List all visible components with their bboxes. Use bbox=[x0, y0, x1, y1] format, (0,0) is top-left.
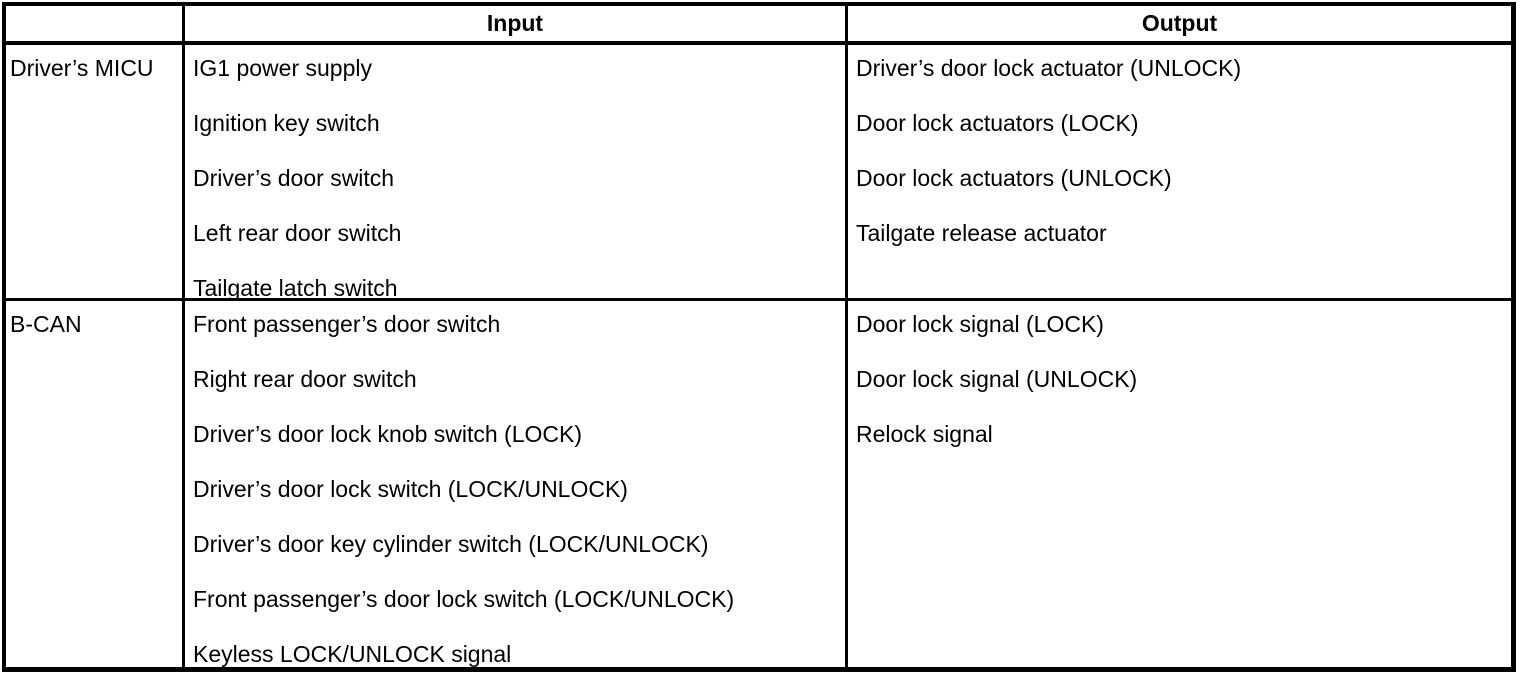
output-item: Door lock signal (UNLOCK) bbox=[856, 366, 1138, 392]
output-item: Driver’s door lock actuator (UNLOCK) bbox=[856, 55, 1242, 81]
table-row: B-CAN Front passenger’s door switch Righ… bbox=[6, 301, 1511, 667]
input-item: Ignition key switch bbox=[193, 110, 380, 136]
output-item: Door lock actuators (UNLOCK) bbox=[856, 165, 1172, 191]
table-row: Driver’s MICU IG1 power supply Ignition … bbox=[6, 45, 1511, 301]
input-item: Driver’s door switch bbox=[193, 165, 395, 191]
row-input-cell: IG1 power supply Ignition key switch Dri… bbox=[182, 45, 845, 301]
input-item: Right rear door switch bbox=[193, 366, 417, 392]
input-item: IG1 power supply bbox=[193, 55, 372, 81]
row-system-label: Driver’s MICU bbox=[10, 55, 154, 81]
row-input-cell: Front passenger’s door switch Right rear… bbox=[182, 301, 845, 667]
output-item: Relock signal bbox=[856, 421, 993, 447]
input-item: Keyless LOCK/UNLOCK signal bbox=[193, 641, 512, 667]
row-output-cell: Door lock signal (LOCK) Door lock signal… bbox=[845, 301, 1511, 667]
row-system-cell: Driver’s MICU bbox=[6, 45, 182, 298]
input-item: Driver’s door lock switch (LOCK/UNLOCK) bbox=[193, 476, 628, 502]
input-item: Tailgate latch switch bbox=[193, 275, 398, 301]
row-output-cell: Driver’s door lock actuator (UNLOCK) Doo… bbox=[845, 45, 1511, 298]
input-item: Left rear door switch bbox=[193, 220, 402, 246]
output-item: Tailgate release actuator bbox=[856, 220, 1107, 246]
input-item: Front passenger’s door lock switch (LOCK… bbox=[193, 586, 735, 612]
row-system-label: B-CAN bbox=[10, 311, 82, 337]
header-cell-system bbox=[6, 6, 182, 41]
header-cell-output: Output bbox=[845, 6, 1511, 41]
output-item: Door lock actuators (LOCK) bbox=[856, 110, 1139, 136]
input-item: Driver’s door lock knob switch (LOCK) bbox=[193, 421, 582, 447]
header-cell-input: Input bbox=[182, 6, 845, 41]
io-table: Input Output Driver’s MICU IG1 power sup… bbox=[2, 2, 1516, 672]
row-system-cell: B-CAN bbox=[6, 301, 182, 667]
output-item: Door lock signal (LOCK) bbox=[856, 311, 1104, 337]
table-header-row: Input Output bbox=[6, 6, 1511, 45]
table-sheet: Input Output Driver’s MICU IG1 power sup… bbox=[2, 2, 1516, 672]
input-item: Front passenger’s door switch bbox=[193, 311, 501, 337]
input-item: Driver’s door key cylinder switch (LOCK/… bbox=[193, 531, 709, 557]
